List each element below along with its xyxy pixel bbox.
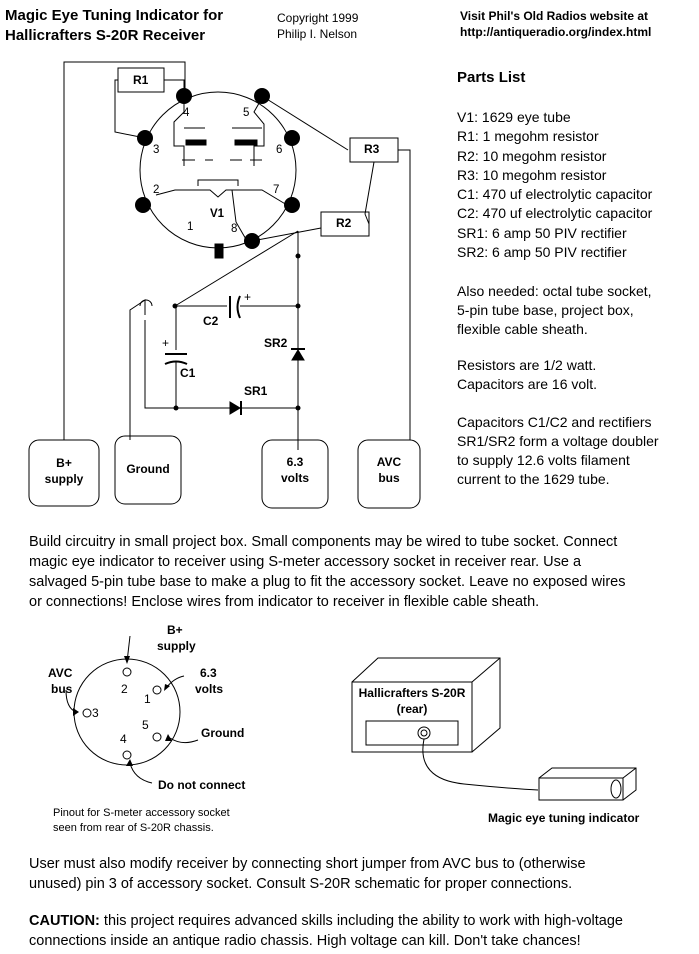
text-line: salvaged 5-pin tube base to make a plug … [29,574,626,590]
indicator-label: Magic eye tuning indicator [488,811,640,825]
indicator-cable [422,738,539,791]
title-line-1: Magic Eye Tuning Indicator for [5,7,224,24]
label-line: volts [195,682,224,696]
build-instructions: Build circuitry in small project box. Sm… [29,532,693,612]
page-title: Magic Eye Tuning Indicator for Hallicraf… [5,6,223,46]
resistor-r2 [320,211,370,237]
copyright-line-1: Copyright 1999 [277,11,359,25]
indicator-box [538,777,624,801]
parts-item: R3: 10 megohm resistor [457,166,607,183]
text-line: magic eye indicator to receiver using S-… [29,554,582,570]
note-line: SR1/SR2 form a voltage doubler [457,433,659,449]
socket-ground-label: Ground [201,726,245,740]
parts-list-title: Parts List [457,69,526,86]
label-line: 6.3 [200,666,217,680]
socket-pin-label: 4 [120,732,127,746]
caution-line: this project requires advanced skills in… [99,913,623,929]
label-line: Hallicrafters S-20R [358,686,466,700]
website-link[interactable]: Visit Phil's Old Radios website at http:… [460,8,651,40]
parts-list: V1: 1629 eye tube R1: 1 megohm resistor … [457,108,652,262]
parts-item: C2: 470 uf electrolytic capacitor [457,205,653,222]
text-line: Build circuitry in small project box. Sm… [29,534,618,550]
note-line: Capacitors C1/C2 and rectifiers [457,414,652,430]
socket-pin-label: 2 [121,682,128,696]
caution-note: CAUTION: this project requires advanced … [29,911,693,951]
note-line: Capacitors are 16 volt. [457,376,598,392]
socket-nc-label: Do not connect [158,778,246,792]
label-line: bus [51,682,73,696]
note-line: to supply 12.6 volts filament [457,452,630,468]
note-line: flexible cable sheath. [457,321,588,337]
socket-pin-label: 5 [142,718,149,732]
socket-pin-label: 3 [92,706,99,720]
terminal-bplus [28,439,100,507]
text-line: User must also modify receiver by connec… [29,856,586,872]
arrow-ground [169,737,199,744]
note-line: current to the 1629 tube. [457,471,610,487]
note-line: 5-pin tube base, project box, [457,302,634,318]
modify-instructions: User must also modify receiver by connec… [29,854,693,894]
copyright-line-2: Philip I. Nelson [277,27,358,41]
text-line: unused) pin 3 of accessory socket. Consu… [29,876,573,892]
terminal-ground [114,435,182,505]
socket-avc-label: AVC bus [48,665,72,697]
caption-line: seen from rear of S-20R chassis. [53,822,214,834]
terminal-63v [261,439,329,509]
visit-line-1: Visit Phil's Old Radios website at [460,9,649,23]
note-line: Resistors are 1/2 watt. [457,357,597,373]
parts-item: SR1: 6 amp 50 PIV rectifier [457,224,627,241]
socket-pins [82,667,162,760]
visit-url[interactable]: http://antiqueradio.org/index.html [460,25,652,39]
label-line: (rear) [396,702,428,716]
socket-63v-label: 6.3 volts [195,665,223,697]
receiver-box [351,681,473,753]
socket-caption: Pinout for S-meter accessory socket seen… [53,806,230,836]
ratings-note: Resistors are 1/2 watt. Capacitors are 1… [457,356,597,394]
caution-label: CAUTION: [29,913,100,929]
doubler-note: Capacitors C1/C2 and rectifiers SR1/SR2 … [457,413,659,489]
text-line: or connections! Enclose wires from indic… [29,594,540,610]
tube-envelope [139,91,297,249]
label-line: supply [157,639,196,653]
accessory-socket [73,658,181,766]
receiver-label: Hallicrafters S-20R (rear) [352,685,472,717]
caution-line: connections inside an antique radio chas… [29,933,581,949]
resistor-r3 [349,137,399,163]
parts-item: R2: 10 megohm resistor [457,147,607,164]
tube-internals [155,96,288,259]
label-line: B+ [167,623,183,637]
socket-bplus-label: B+ supply [157,622,196,654]
note-line: Also needed: octal tube socket, [457,283,652,299]
terminal-avc [357,439,421,509]
parts-item: SR2: 6 amp 50 PIV rectifier [457,244,627,261]
resistor-r1 [117,67,165,93]
parts-item: R1: 1 megohm resistor [457,128,599,145]
tube-pins [135,88,300,249]
label-line: AVC [48,666,73,680]
parts-item: V1: 1629 eye tube [457,109,571,125]
also-needed-note: Also needed: octal tube socket, 5-pin tu… [457,282,652,339]
title-line-2: Hallicrafters S-20R Receiver [5,27,206,44]
copyright: Copyright 1999 Philip I. Nelson [277,10,358,42]
socket-pin-label: 1 [144,692,151,706]
caption-line: Pinout for S-meter accessory socket [53,807,230,819]
parts-item: C1: 470 uf electrolytic capacitor [457,186,653,203]
arrow-nc [129,762,153,784]
